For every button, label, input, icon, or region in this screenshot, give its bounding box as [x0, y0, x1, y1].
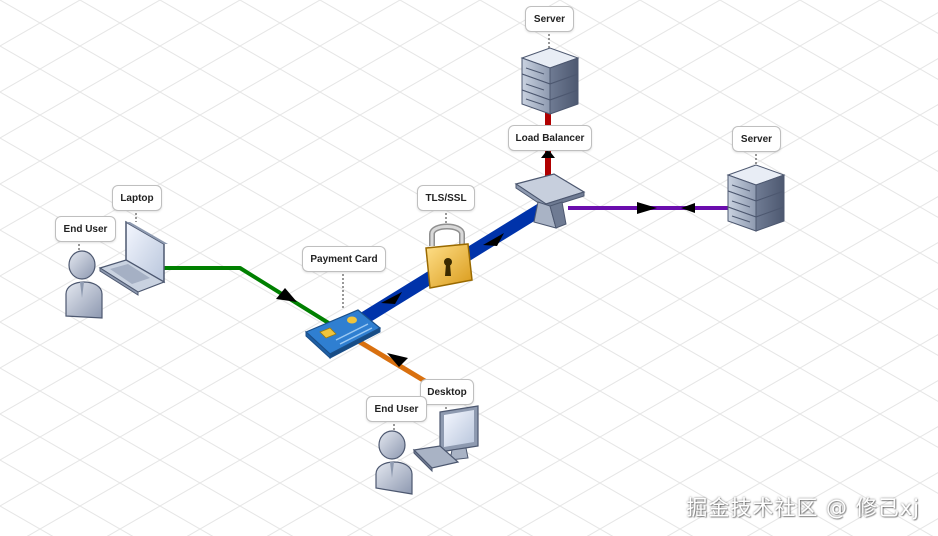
end-user-bottom-label: End User — [366, 396, 427, 422]
arrow-purple-2 — [681, 203, 695, 213]
arrow-purple-1 — [637, 202, 657, 214]
lock-icon — [425, 223, 473, 289]
arrow-blue-upper — [483, 233, 504, 246]
server-icon — [726, 164, 786, 232]
end-user-left-label: End User — [55, 216, 116, 242]
arrow-blue-lower — [381, 292, 402, 304]
person-icon — [375, 430, 413, 495]
desktop-label: Desktop — [420, 379, 474, 405]
desktop-icon — [412, 405, 479, 473]
laptop-label: Laptop — [112, 185, 162, 211]
server-icon — [520, 47, 580, 115]
arrow-orange — [387, 353, 408, 367]
payment-card-icon — [304, 309, 382, 360]
load-balancer-label: Load Balancer — [508, 125, 592, 151]
tls-ssl-label: TLS/SSL — [417, 185, 475, 211]
payment-card-label: Payment Card — [302, 246, 386, 272]
load-balancer-icon — [514, 173, 586, 229]
arrow-green — [276, 288, 297, 302]
arrow-red — [541, 149, 555, 158]
arrows — [276, 149, 695, 367]
server-right-label: Server — [732, 126, 781, 152]
laptop-icon — [98, 220, 168, 296]
link-laptop-card — [160, 266, 337, 329]
watermark-text: 掘金技术社区 @ 修己xj — [686, 496, 920, 520]
person-icon — [65, 250, 103, 319]
server-top-label: Server — [525, 6, 574, 32]
